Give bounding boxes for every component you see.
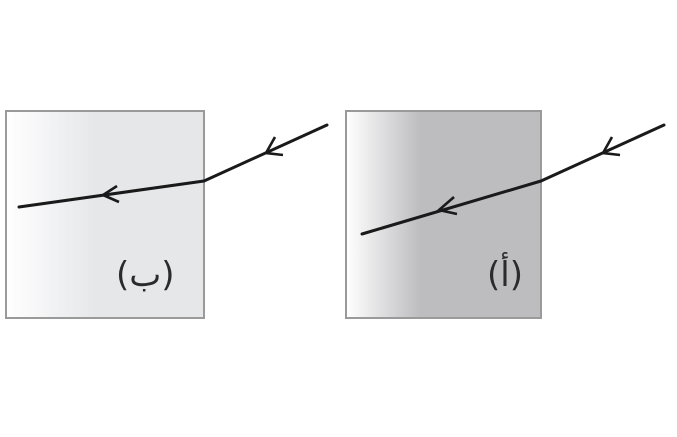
- incident-arrowhead-b: [263, 136, 284, 157]
- refracted-ray-a: [360, 179, 543, 236]
- incident-arrowhead-a: [600, 136, 621, 157]
- panel-label-a: (أ): [487, 255, 523, 295]
- refracted-arrowhead-b: [100, 184, 120, 204]
- block-a: [345, 110, 542, 319]
- refracted-ray-b: [17, 179, 206, 209]
- panel-b: [5, 110, 329, 319]
- refracted-arrowhead-a: [436, 196, 458, 216]
- panel-label-b: (ب): [116, 255, 175, 295]
- panel-a: [345, 110, 666, 319]
- block-b: [5, 110, 205, 319]
